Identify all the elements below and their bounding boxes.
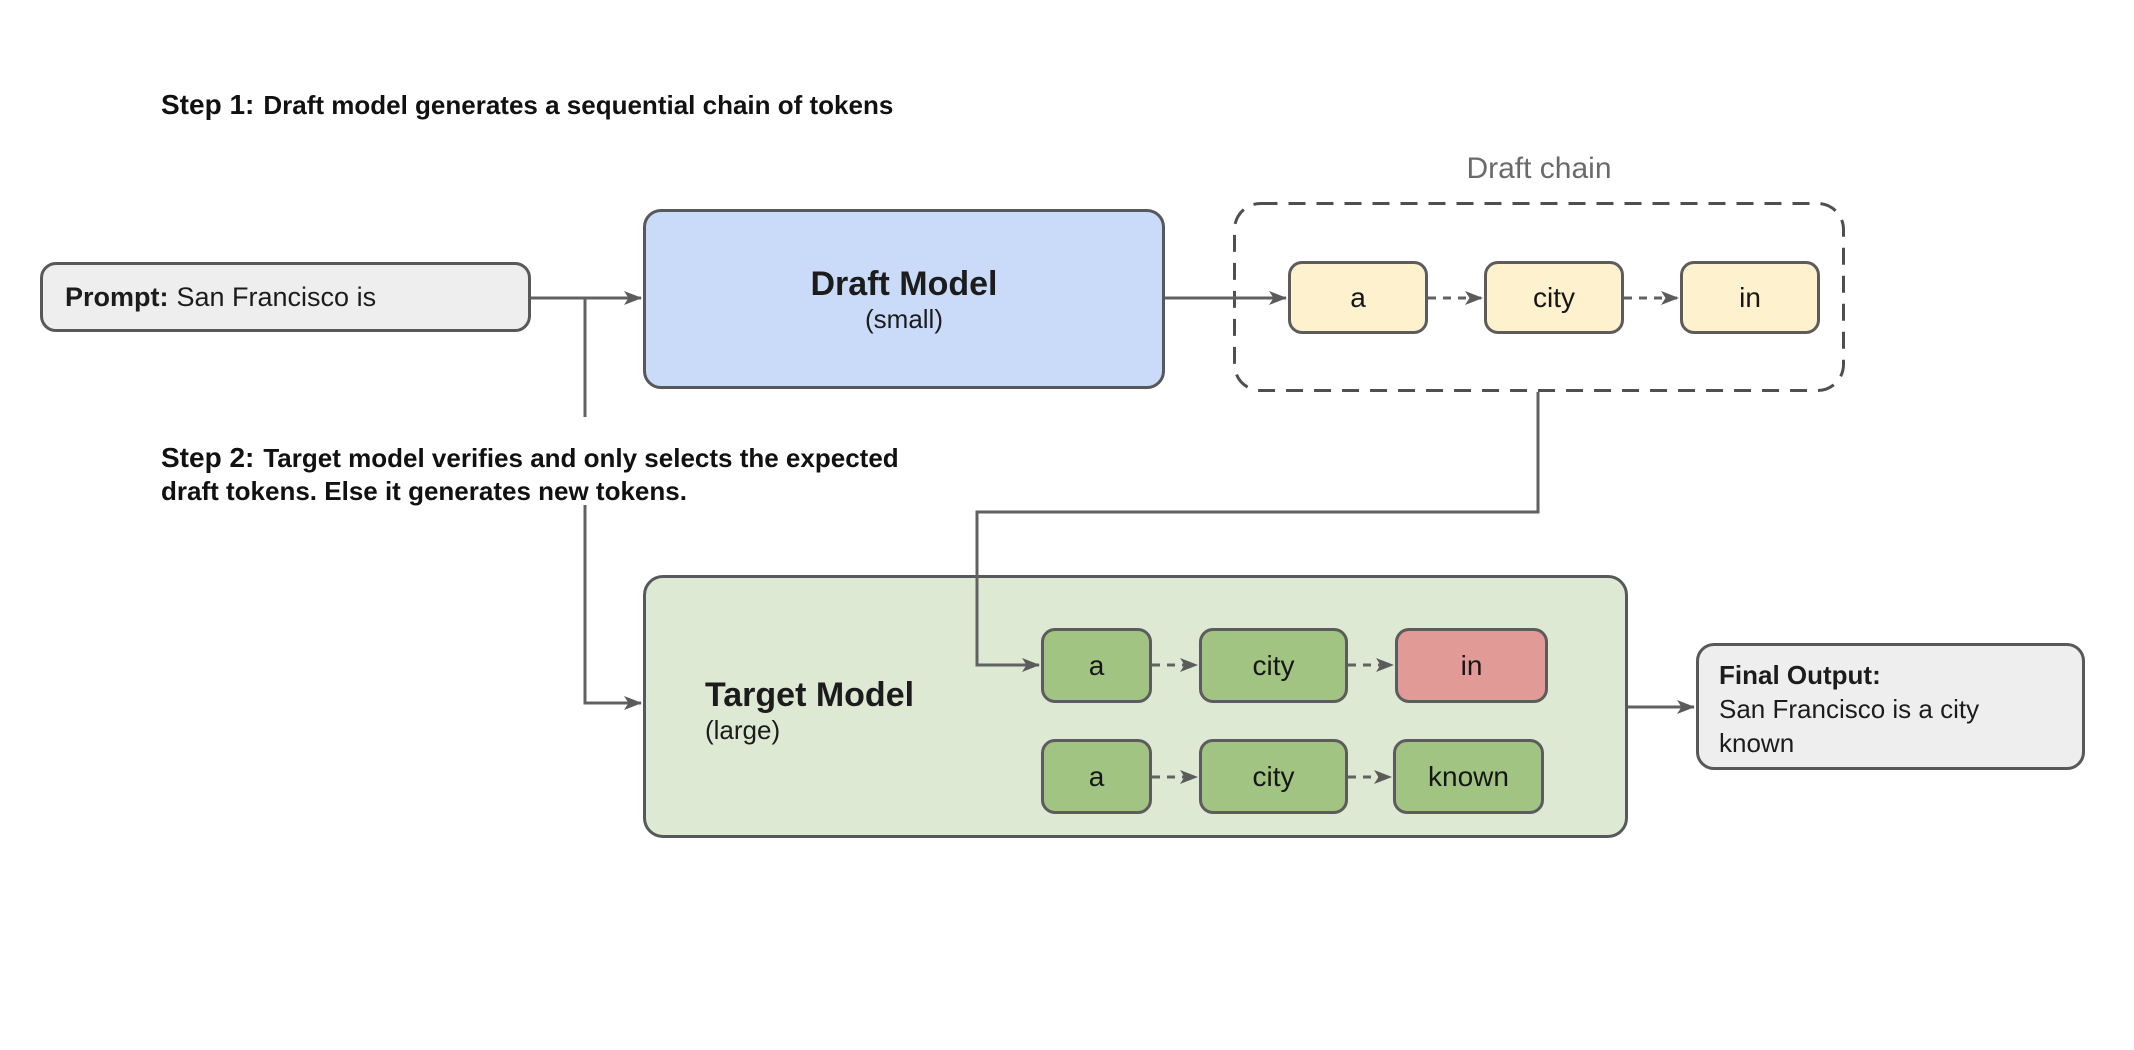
target-token-row1-city: city [1199,628,1348,703]
step2-line1: Step 2: Target model verifies and only se… [161,441,899,475]
step2-heading: Step 2: Target model verifies and only se… [161,441,899,508]
draft-chain-token-city: city [1484,261,1624,334]
step2-label: Step 2: [161,442,255,473]
prompt-label: Prompt: [65,281,169,312]
target-token-row2-known: known [1393,739,1544,814]
target-model-subtitle: (large) [705,715,781,745]
step2-text-line1: Target model verifies and only selects t… [263,443,899,473]
draft-chain-token-in: in [1680,261,1820,334]
target-token-row1-in-rejected: in [1395,628,1548,703]
prompt-text: San Francisco is [176,281,377,312]
final-output-text: San Francisco is a city known [1719,694,1980,758]
draft-chain-token-a: a [1288,261,1428,334]
draft-chain-label: Draft chain [1466,152,1612,185]
draft-model-subtitle: (small) [865,304,943,334]
target-model-title-block: Target Model (large) [705,675,914,745]
prompt-box: Prompt:San Francisco is [40,262,531,332]
final-output-box: Final Output: San Francisco is a city kn… [1696,643,2085,770]
target-token-row1-a: a [1041,628,1152,703]
step1-heading: Step 1: Draft model generates a sequentia… [161,88,893,122]
draft-model-box: Draft Model (small) [643,209,1165,389]
draft-model-title: Draft Model [810,265,998,303]
step1-text: Draft model generates a sequential chain… [263,90,894,120]
target-model-title: Target Model [705,676,915,714]
target-token-row2-city: city [1199,739,1348,814]
step2-text-line2: draft tokens. Else it generates new toke… [161,476,687,506]
step1-label: Step 1: [161,89,255,120]
final-output-label: Final Output: [1719,660,1881,690]
target-token-row2-a: a [1041,739,1152,814]
